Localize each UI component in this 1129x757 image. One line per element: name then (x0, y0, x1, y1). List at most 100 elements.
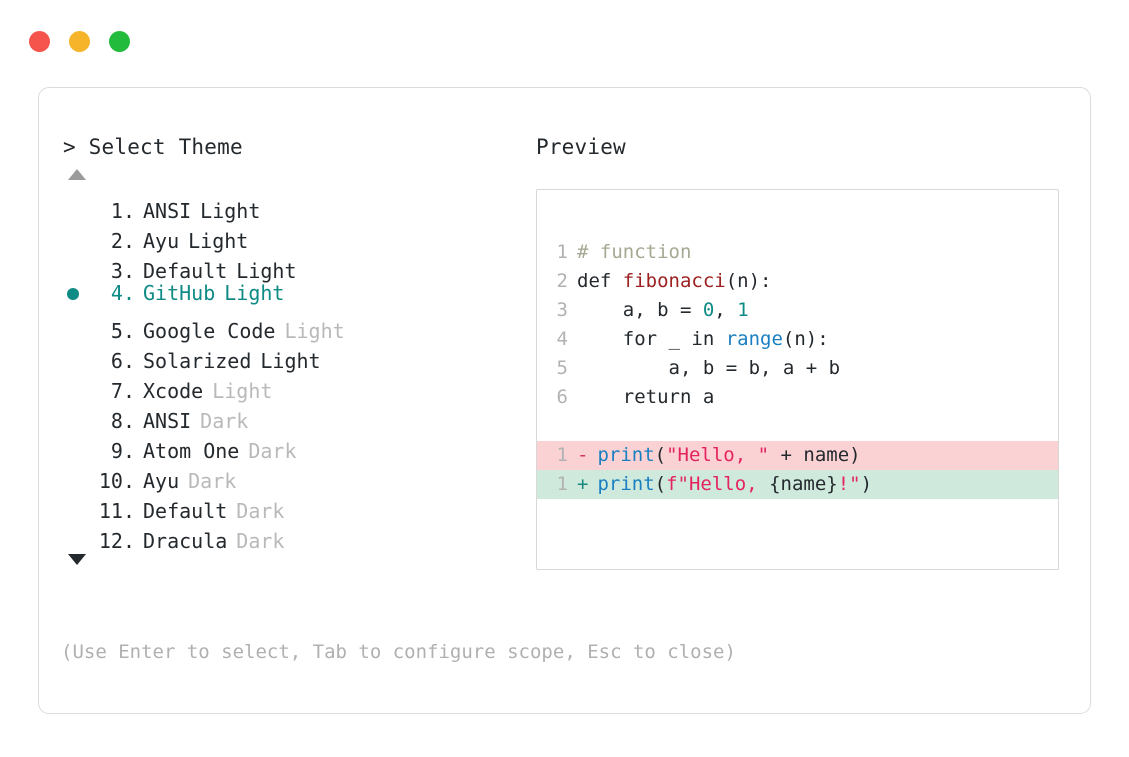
theme-item-name: ANSI (143, 199, 192, 223)
theme-list-item[interactable]: 11. Default Dark (63, 488, 533, 523)
theme-item-name: Dracula (143, 529, 228, 553)
scroll-down-icon[interactable] (68, 554, 86, 565)
selected-bullet-icon (67, 288, 79, 300)
code-token: print (597, 473, 655, 495)
close-window-dot[interactable] (29, 31, 50, 52)
code-token: ( (654, 444, 667, 466)
theme-item-index: 6. (110, 349, 135, 373)
maximize-window-dot[interactable] (109, 31, 130, 52)
code-blank-line (537, 412, 1058, 441)
selected-bullet-cell (63, 368, 89, 398)
diff-line-number: 1 (556, 473, 568, 495)
theme-item-index: 11. (98, 499, 135, 523)
code-token: , (714, 299, 738, 321)
theme-list-item[interactable]: 10. Ayu Dark (63, 458, 533, 493)
code-token: for _ in (577, 328, 726, 350)
theme-list-item[interactable]: 5. Google Code Light (63, 308, 533, 343)
diff-line-minus: 1-print("Hello, " + name) (537, 441, 1058, 470)
code-token: !" (837, 473, 861, 495)
theme-item-name: GitHub (143, 281, 216, 305)
theme-item-index: 2. (110, 229, 135, 253)
code-token: ( (654, 473, 667, 495)
theme-item-index: 8. (110, 409, 135, 433)
theme-item-variant: Light (260, 349, 321, 373)
theme-item-index: 12. (98, 529, 135, 553)
code-line-text: # function (577, 238, 691, 267)
theme-item-variant: Dark (248, 439, 297, 463)
diff-marker: + (577, 473, 589, 495)
code-line-text: for _ in range(n): (577, 325, 829, 354)
code-line-number: 5 (556, 357, 568, 379)
code-token: "Hello, " (666, 444, 770, 466)
code-token: def (577, 270, 623, 292)
code-line-number: 2 (556, 270, 568, 292)
theme-item-name: Google Code (143, 319, 276, 343)
theme-item-index: 5. (110, 319, 135, 343)
theme-item-name: Ayu (143, 469, 180, 493)
selected-bullet-cell (63, 338, 89, 368)
code-token: # function (577, 241, 692, 263)
theme-item-name: Xcode (143, 379, 204, 403)
code-line: 2 def fibonacci(n): (537, 267, 1058, 296)
theme-list-item[interactable]: 12. Dracula Dark (63, 518, 533, 553)
selected-bullet-cell (63, 488, 89, 518)
theme-item-index: 10. (98, 469, 135, 493)
theme-item-variant: Light (200, 199, 261, 223)
theme-item-index: 3. (110, 259, 135, 283)
theme-list-item[interactable]: 9. Atom One Dark (63, 428, 533, 463)
code-token: (n): (725, 270, 772, 292)
selected-bullet-cell (63, 428, 89, 458)
code-token: return a (577, 386, 715, 408)
code-token: a, b = (577, 299, 703, 321)
code-line-text: def fibonacci(n): (577, 267, 771, 296)
theme-item-variant: Dark (188, 469, 237, 493)
theme-item-index: 9. (110, 439, 135, 463)
theme-list-item[interactable]: 3. Default Light (63, 248, 533, 283)
code-line-text: a, b = b, a + b (577, 354, 841, 383)
theme-item-name: Atom One (143, 439, 240, 463)
selected-bullet-cell (63, 279, 89, 309)
theme-list-item[interactable]: 6. Solarized Light (63, 338, 533, 373)
code-line-text: a, b = 0, 1 (577, 296, 749, 325)
theme-item-name: Solarized (143, 349, 252, 373)
theme-list-item[interactable]: 1. ANSI Light (63, 188, 533, 223)
code-token: f"Hello, (666, 473, 770, 495)
minimize-window-dot[interactable] (69, 31, 90, 52)
selected-bullet-cell (63, 518, 89, 548)
theme-item-index: 7. (110, 379, 135, 403)
select-theme-prompt: > Select Theme (63, 135, 243, 159)
window-traffic-lights (29, 31, 130, 52)
code-line-number: 1 (556, 241, 568, 263)
code-token: fibonacci (622, 270, 726, 292)
keyboard-hint: (Use Enter to select, Tab to configure s… (61, 641, 736, 663)
code-line-number: 4 (556, 328, 568, 350)
theme-item-name: Default (143, 259, 228, 283)
theme-item-index: 1. (110, 199, 135, 223)
scroll-up-icon[interactable] (68, 169, 86, 180)
diff-line-text: print("Hello, " + name) (597, 441, 860, 470)
theme-item-variant: Light (224, 281, 285, 305)
theme-item-variant: Light (284, 319, 345, 343)
code-token: + name) (769, 444, 861, 466)
theme-item-variant: Dark (236, 499, 285, 523)
theme-item-variant: Dark (236, 529, 285, 553)
code-token: (n): (782, 328, 829, 350)
code-token: ) (860, 473, 873, 495)
code-token: {name} (769, 473, 838, 495)
selected-bullet-cell (63, 308, 89, 338)
theme-item-name: ANSI (143, 409, 192, 433)
theme-item-variant: Light (236, 259, 297, 283)
selected-bullet-cell (63, 458, 89, 488)
theme-item-name: Default (143, 499, 228, 523)
selected-bullet-cell (63, 248, 89, 278)
code-line: 3 a, b = 0, 1 (537, 296, 1058, 325)
code-token: range (725, 328, 783, 350)
